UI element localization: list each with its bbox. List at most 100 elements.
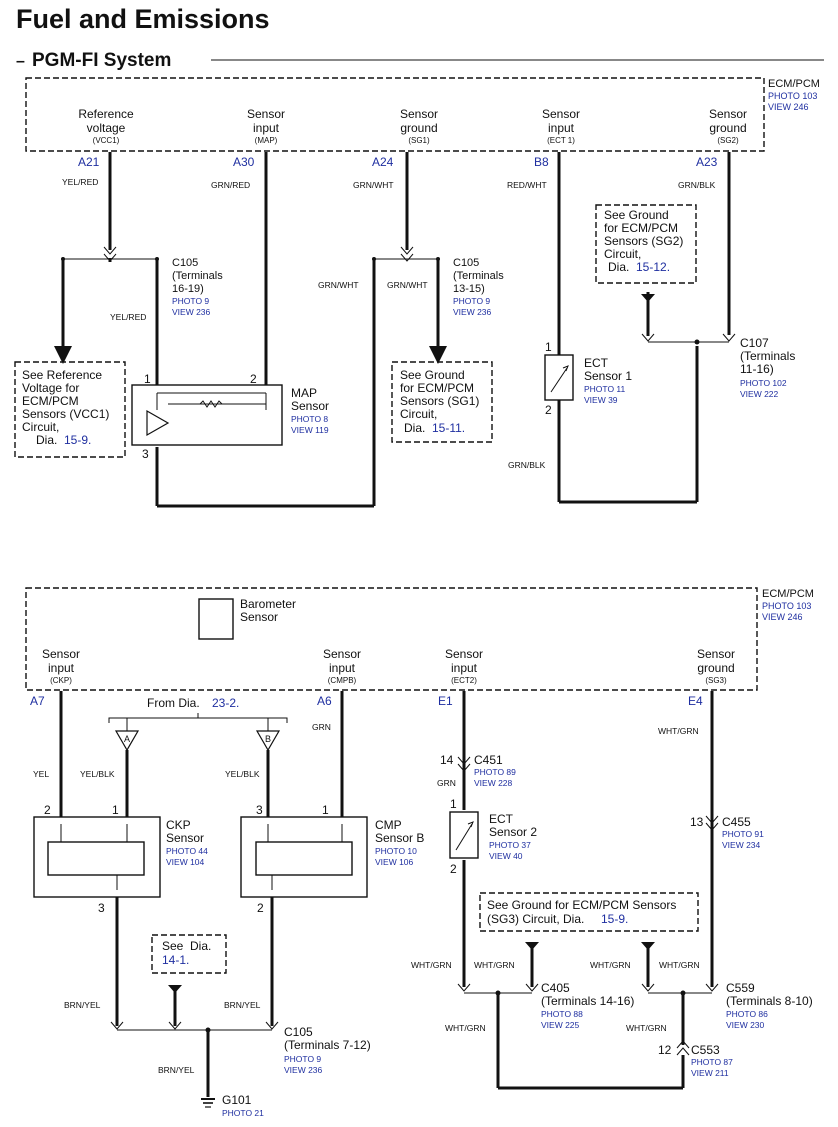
component-view: VIEW 39 — [584, 395, 618, 405]
bottom-ecm-box — [25, 587, 758, 691]
wire-color: BRN/YEL — [64, 1000, 101, 1010]
ground-name: G101 — [222, 1093, 252, 1107]
from-dia-link[interactable]: 23-2. — [212, 696, 239, 710]
component-photo: PHOTO 44 — [166, 846, 208, 856]
pin-signal: (CMPB) — [328, 676, 357, 685]
bottom-wiring — [59, 691, 719, 1108]
note-line: See Ground — [400, 368, 465, 382]
pin-label: input — [329, 661, 356, 675]
pin-signal: (ECT2) — [451, 676, 477, 685]
pin-label: input — [253, 121, 280, 135]
pin-number: 14 — [440, 753, 454, 767]
connector-view: VIEW 228 — [474, 778, 513, 788]
c553-connector: 12 C553 PHOTO 87 VIEW 211 — [658, 1043, 733, 1078]
note-dia-link[interactable]: 15-9. — [64, 433, 91, 447]
connector-terminals: (Terminals 14-16) — [541, 994, 634, 1008]
wire-color: BRN/YEL — [158, 1065, 195, 1075]
wire-color: GRN/WHT — [318, 280, 359, 290]
wire-color: WHT/GRN — [626, 1023, 667, 1033]
wire-color: BRN/YEL — [224, 1000, 261, 1010]
c451-connector: 14 C451 PHOTO 89 VIEW 228 — [440, 753, 516, 788]
map-sensor: 1 2 3 MAP Sensor PHOTO 8 VIEW 119 — [131, 372, 329, 461]
wire-color: WHT/GRN — [445, 1023, 486, 1033]
section-title: PGM-FI System — [32, 50, 171, 71]
component-view: VIEW 106 — [375, 857, 414, 867]
pin-label: input — [548, 121, 575, 135]
top-ecm-label: ECM/PCM — [768, 78, 820, 90]
component-name: Sensor — [166, 831, 204, 845]
connector-photo: PHOTO 102 — [740, 378, 787, 388]
note-dia-link[interactable]: 15-11. — [432, 421, 465, 435]
vcc1-reference-note: See Reference Voltage for ECM/PCM Sensor… — [14, 361, 126, 458]
pin-label: Sensor — [709, 107, 747, 121]
connector-terminals: (Terminals — [740, 349, 795, 363]
pin-label: Reference — [78, 107, 134, 121]
wire-color: GRN/WHT — [353, 180, 394, 190]
wire-color: GRN/BLK — [678, 180, 716, 190]
terminal-id: A6 — [317, 694, 332, 708]
wire-color: GRN/RED — [211, 180, 250, 190]
connector-terminals: (Terminals 7-12) — [284, 1038, 371, 1052]
sg3-ground-note: See Ground for ECM/PCM Sensors (SG3) Cir… — [479, 892, 699, 932]
pin-signal: (SG1) — [408, 136, 430, 145]
note-dia-link[interactable]: 15-12. — [636, 260, 670, 274]
pin-number: 2 — [545, 403, 552, 417]
connector-view: VIEW 230 — [726, 1020, 765, 1030]
wire-color: WHT/GRN — [411, 960, 452, 970]
component-photo: PHOTO 10 — [375, 846, 417, 856]
connector-terminals: (Terminals — [172, 270, 223, 282]
pin-signal: (VCC1) — [93, 136, 120, 145]
component-name: Sensor B — [375, 831, 424, 845]
top-ecm-box — [25, 77, 765, 152]
c405-connector: WHT/GRN WHT/GRN WHT/GRN C405 (Terminals … — [411, 960, 634, 1033]
bottom-ecm-photo: PHOTO 103 — [762, 601, 811, 611]
connector-terminals: 13-15) — [453, 283, 485, 295]
connector-name: C105 — [453, 257, 479, 269]
connector-view: VIEW 236 — [284, 1065, 323, 1075]
pin-number: 1 — [545, 340, 552, 354]
note-line: Sensors (VCC1) — [22, 407, 109, 421]
pin-number: 2 — [257, 901, 264, 915]
note-line: See Ground for ECM/PCM Sensors — [487, 898, 676, 912]
wire-color: WHT/GRN — [659, 960, 700, 970]
note-dia-link[interactable]: 15-9. — [601, 912, 628, 926]
c105-connector-b: C105 (Terminals 13-15) PHOTO 9 VIEW 236 … — [318, 257, 504, 317]
component-name: Sensor — [291, 399, 329, 413]
connector-photo: PHOTO 87 — [691, 1057, 733, 1067]
off-page-ref: B — [265, 734, 271, 744]
connector-view: VIEW 222 — [740, 389, 779, 399]
component-name: MAP — [291, 386, 317, 400]
component-photo: PHOTO 37 — [489, 840, 531, 850]
top-terminals: A21 A30 A24 B8 A23 — [78, 155, 718, 169]
note-dia-link[interactable]: 14-1. — [162, 953, 189, 967]
note-line: Voltage for — [22, 381, 79, 395]
top-ecm-photo: PHOTO 103 — [768, 91, 817, 101]
wire-color: YEL/BLK — [80, 769, 115, 779]
note-line: for ECM/PCM — [604, 221, 678, 235]
top-pin-labels: Reference voltage (VCC1) Sensor input (M… — [78, 107, 747, 145]
note-line: Dia. — [190, 939, 211, 953]
pin-signal: (ECT 1) — [547, 136, 575, 145]
pin-number: 3 — [142, 447, 149, 461]
connector-name: C107 — [740, 336, 769, 350]
connector-photo: PHOTO 91 — [722, 829, 764, 839]
connector-view: VIEW 236 — [172, 307, 211, 317]
pin-label: Sensor — [542, 107, 580, 121]
wire-color: YEL/RED — [110, 312, 146, 322]
component-view: VIEW 40 — [489, 851, 523, 861]
bottom-pin-labels: Sensor input (CKP) Sensor input (CMPB) S… — [42, 647, 735, 685]
terminal-id: A7 — [30, 694, 45, 708]
component-name: Sensor 2 — [489, 825, 537, 839]
component-view: VIEW 119 — [291, 425, 329, 435]
from-dia-label: From Dia. — [147, 696, 200, 710]
note-line: Circuit, — [22, 420, 59, 434]
component-view: VIEW 104 — [166, 857, 205, 867]
top-wiring — [54, 152, 736, 508]
wire-color: YEL/RED — [62, 177, 98, 187]
svg-text:–: – — [16, 53, 25, 70]
component-name: Sensor 1 — [584, 369, 632, 383]
terminal-id: E1 — [438, 694, 453, 708]
connector-photo: PHOTO 86 — [726, 1009, 768, 1019]
connector-name: C405 — [541, 981, 570, 995]
c105-connector-a: C105 (Terminals 16-19) PHOTO 9 VIEW 236 … — [110, 257, 223, 322]
